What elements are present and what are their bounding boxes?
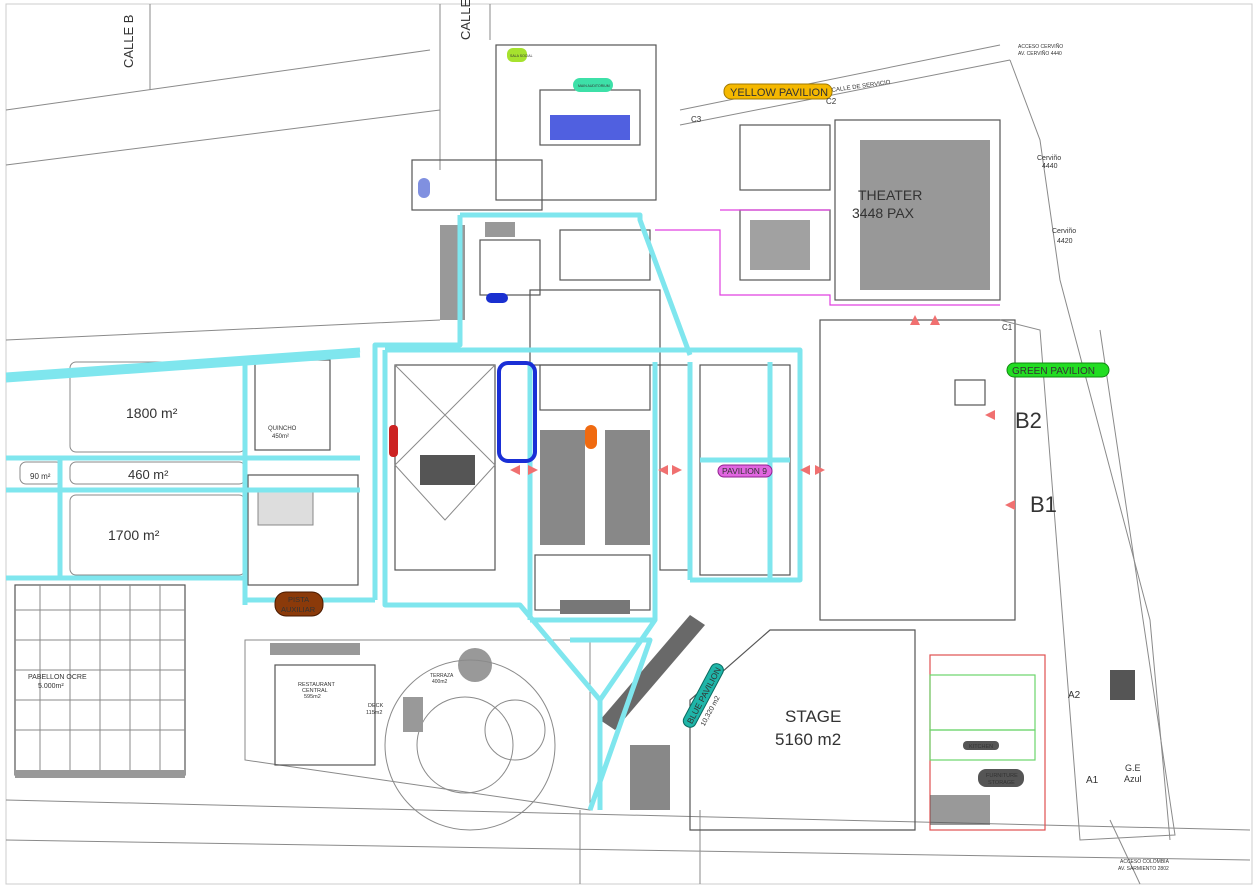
gate-a2: A2 [1068, 690, 1081, 701]
street-lines [5, 4, 1251, 885]
svg-text:YELLOW PAVILION: YELLOW PAVILION [730, 87, 828, 99]
badge-green-pavilion[interactable]: GREEN PAVILION [1006, 362, 1110, 378]
terraza-label: TERRAZA [430, 673, 454, 679]
lot-1800-label: 1800 m² [126, 405, 178, 421]
deck-area: 115m2 [366, 710, 382, 716]
stage-label: STAGE [785, 707, 841, 726]
gate-ge-label: G.E [1125, 763, 1141, 773]
quincho-area: 450m² [272, 434, 289, 440]
restaurant-central-label: CENTRAL [302, 688, 328, 694]
restaurant-area: 595m2 [304, 694, 321, 700]
lot-1700-label: 1700 m² [108, 527, 160, 543]
cervino-4440-label: Cerviño [1037, 155, 1061, 162]
badge-pavilion-9[interactable]: PAVILION 9 [717, 464, 773, 478]
svg-text:KITCHEN: KITCHEN [969, 744, 993, 750]
lot-460-label: 460 m² [128, 467, 169, 482]
badge-orange-vertical[interactable] [585, 425, 597, 449]
svg-text:PISTA: PISTA [288, 595, 309, 604]
access-colombia-address: AV. SARMIENTO 2802 [1118, 866, 1169, 872]
street-label-calle: CALLE [458, 0, 473, 40]
svg-text:PAVILION 9: PAVILION 9 [722, 466, 767, 476]
badge-sala-lateral[interactable] [418, 178, 430, 198]
gate-c1: C1 [1002, 323, 1013, 332]
badge-kitchen[interactable]: KITCHEN [963, 741, 999, 750]
badge-main-auditorium[interactable]: MAIN AUDITORIUM [573, 78, 613, 92]
deck-label: DECK [368, 703, 384, 709]
stage-area: 5160 m2 [775, 730, 841, 749]
walkways [5, 212, 803, 811]
cervino-4420-number: 4420 [1057, 238, 1073, 245]
street-label-calle-b: CALLE B [121, 15, 136, 68]
gate-ge-azul: Azul [1124, 774, 1142, 784]
access-colombia-label: ACCESO COLOMBIA [1120, 859, 1170, 865]
theater-seating [860, 140, 990, 290]
badge-furniture-storage[interactable]: FURNITURE STORAGE [978, 769, 1024, 787]
gate-b1: B1 [1030, 492, 1057, 517]
restaurant-label: RESTAURANT [298, 682, 336, 688]
cervino-4440-number: 4440 [1042, 163, 1058, 170]
svg-text:AUXILIAR: AUXILIAR [281, 605, 316, 614]
theater-capacity: 3448 PAX [852, 205, 915, 221]
highlighted-booth[interactable] [497, 361, 537, 463]
pabellon-ocre-area: 5.000m² [38, 683, 64, 690]
entrance-arrows [510, 315, 1015, 510]
badge-pista-auxiliar[interactable]: PISTA AUXILIAR [274, 591, 324, 617]
svg-text:FURNITURE: FURNITURE [986, 773, 1018, 779]
access-cervino-address: AV. CERVIÑO 4440 [1018, 50, 1062, 57]
svg-text:STORAGE: STORAGE [988, 780, 1015, 786]
auditorium-seating [550, 115, 630, 140]
theater-label: THEATER [858, 187, 922, 203]
badge-blue-small[interactable] [486, 293, 508, 303]
quincho-label: QUINCHO [268, 426, 297, 432]
terraza-area: 400m2 [432, 679, 448, 685]
cervino-4420-label: Cerviño [1052, 228, 1076, 235]
building-outlines [411, 44, 1001, 366]
lot-90-label: 90 m² [30, 472, 51, 481]
gate-c2: C2 [826, 97, 837, 106]
badge-yellow-pavilion[interactable]: YELLOW PAVILION [723, 83, 833, 100]
gate-c3: C3 [691, 115, 702, 124]
svg-text:GREEN PAVILION: GREEN PAVILION [1012, 366, 1095, 377]
svg-text:MAIN AUDITORIUM: MAIN AUDITORIUM [578, 84, 610, 88]
badge-red-vertical[interactable] [389, 425, 398, 457]
gate-a1: A1 [1086, 775, 1099, 786]
badge-sala-social[interactable]: SALA SOCIAL [507, 48, 533, 62]
gate-b2: B2 [1015, 408, 1042, 433]
pabellon-ocre-label: PABELLON OCRE [28, 674, 87, 681]
access-cervino-label: ACCESO CERVIÑO [1018, 43, 1063, 50]
svg-text:SALA SOCIAL: SALA SOCIAL [510, 54, 533, 58]
